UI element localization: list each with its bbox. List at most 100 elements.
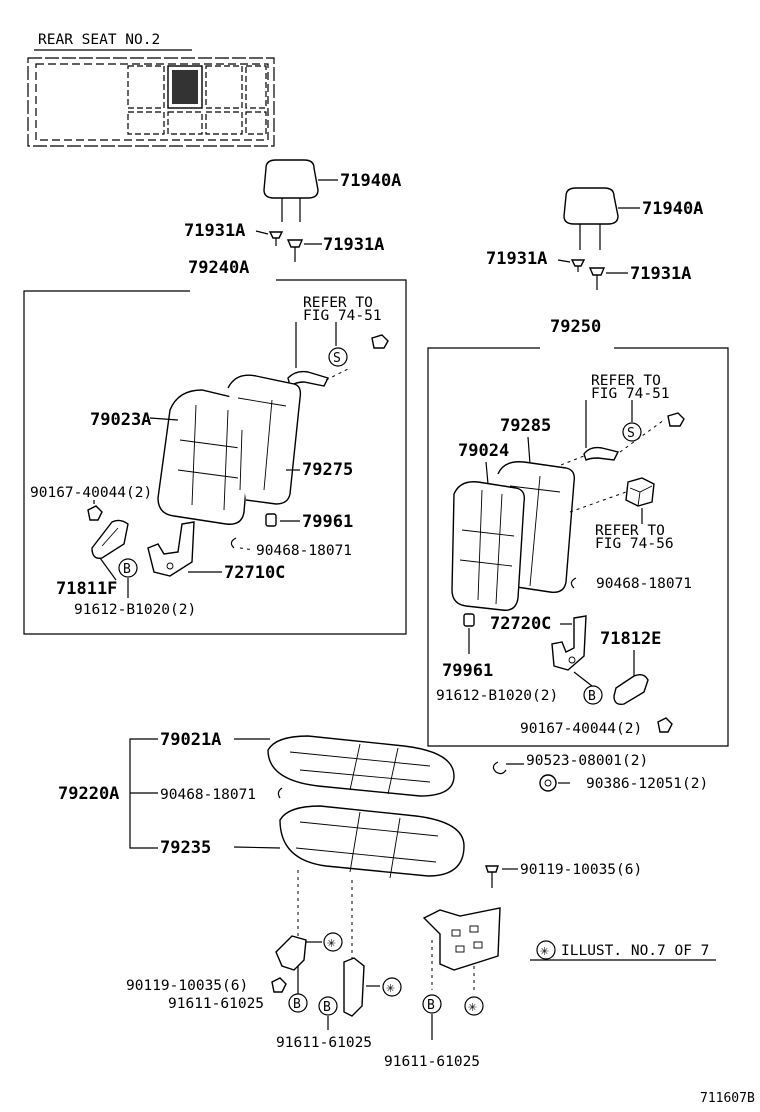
cover-74-56: [625, 477, 655, 507]
label-79235: 79235: [160, 838, 211, 858]
group-box-right: [427, 347, 729, 747]
hinge-72720c: [551, 615, 587, 671]
headrest-guide-left-b: [286, 239, 304, 262]
bolt-left: [87, 505, 103, 521]
mark-s-left-text: S: [333, 351, 341, 366]
leader: [573, 671, 593, 687]
seat-cushion-pad-79235: [279, 805, 465, 879]
bolt-90119-left: [271, 977, 287, 993]
leader: [527, 436, 531, 465]
bushing-left: [265, 513, 277, 527]
label-79250: 79250: [550, 317, 601, 337]
mark-star-mid-text: ✳: [386, 980, 395, 996]
refer-right-2-line1: REFER TO: [595, 523, 665, 539]
headrest-guide-left-a: [268, 231, 284, 246]
label-71931a-right-2: 71931A: [630, 264, 691, 284]
mark-b-plate: [422, 994, 442, 1014]
label-90167-right: 90167-40044(2): [520, 721, 642, 737]
clip-right: [667, 412, 685, 427]
washer-90523: [492, 761, 507, 775]
leader: [557, 259, 571, 263]
label-90167-left: 90167-40044(2): [30, 485, 152, 501]
mark-b-plate-text: B: [427, 998, 435, 1013]
label-72720c: 72720C: [490, 614, 551, 634]
headrest-left: [263, 159, 319, 222]
mark-star-plate: [464, 996, 484, 1016]
headrest-guide-right-b: [588, 267, 606, 290]
label-90468-mid: 90468-18071: [160, 787, 256, 803]
label-71931a-right-1: 71931A: [486, 249, 547, 269]
label-91611-a: 91611-61025: [168, 996, 264, 1012]
clip-90468-left: [230, 537, 237, 549]
seat-cushion-cover-79021a: [267, 735, 455, 797]
hinge-cover-71811f: [91, 519, 129, 559]
mark-b-lower-left-text: B: [293, 997, 301, 1012]
illust-note: ILLUST. NO.7 OF 7: [561, 943, 709, 959]
label-71931a-left-2: 71931A: [323, 235, 384, 255]
bracket-left-lower: [275, 935, 307, 971]
seatback-cover-right: [451, 481, 526, 611]
dashed-leader: [619, 419, 665, 453]
hinge-cover-71812e: [613, 673, 649, 706]
trim-piece-right: [583, 446, 620, 461]
refer-right-line1: REFER TO: [591, 373, 661, 389]
leader: [149, 417, 179, 421]
dashed-leader: [569, 491, 627, 513]
hinge-72710c: [147, 521, 195, 577]
label-90468-right: 90468-18071: [596, 576, 692, 592]
mark-star-left: [323, 932, 343, 952]
label-71931a-left-1: 71931A: [184, 221, 245, 241]
leader: [255, 230, 269, 235]
label-79240a: 79240A: [188, 258, 249, 278]
nut-90386: [539, 774, 557, 792]
mark-star-left-text: ✳: [327, 935, 336, 951]
mark-s-right: [622, 422, 642, 442]
mark-star-note: [536, 940, 556, 960]
label-79220a: 79220A: [58, 784, 119, 804]
label-71811f: 71811F: [56, 579, 117, 599]
label-79275: 79275: [302, 460, 353, 480]
refer-left-line2: FIG 74-51: [303, 308, 382, 324]
vehicle-locator-icon: [27, 57, 275, 147]
seatback-frame-left: [227, 374, 302, 505]
dashed-leader: [239, 547, 255, 551]
label-79285: 79285: [500, 416, 551, 436]
label-71812e: 71812E: [600, 629, 661, 649]
diagram-code: 711607B: [700, 1091, 755, 1106]
diagram-title: REAR SEAT NO.2: [38, 32, 160, 48]
label-91611-c: 91611-61025: [384, 1054, 480, 1070]
label-91612-right: 91612-B1020(2): [436, 688, 558, 704]
mark-b-left-text: B: [123, 562, 131, 577]
refer-right-line2: FIG 74-51: [591, 386, 670, 402]
label-79023a: 79023A: [90, 410, 151, 430]
leader: [485, 461, 489, 485]
clip-90468-right: [570, 577, 577, 589]
dashed-leader: [325, 367, 351, 381]
mark-star-note-text: ✳: [540, 943, 549, 959]
label-90523: 90523-08001(2): [526, 753, 648, 769]
mark-b-right: [583, 685, 603, 705]
mark-b-left: [118, 558, 138, 578]
label-91611-b: 91611-61025: [276, 1035, 372, 1051]
bracket-mid-lower: [343, 957, 365, 1017]
mark-s-left: [328, 347, 348, 367]
refer-right-2-line2: FIG 74-56: [595, 536, 674, 552]
headrest-right: [563, 187, 619, 250]
label-71940a-left: 71940A: [340, 171, 401, 191]
label-90468-left: 90468-18071: [256, 543, 352, 559]
bracket-plate: [422, 907, 501, 971]
clip-90468-mid: [277, 787, 283, 799]
mark-star-mid: [382, 977, 402, 997]
group-box-left: [23, 279, 407, 635]
bushing-right: [463, 613, 475, 627]
bolt-90119-right: [485, 865, 499, 888]
leader: [99, 557, 117, 581]
refer-left-line1: REFER TO: [303, 295, 373, 311]
headrest-guide-right-a: [570, 259, 586, 272]
label-72710c: 72710C: [224, 563, 285, 583]
label-90119-left: 90119-10035(6): [126, 978, 248, 994]
label-71940a-right: 71940A: [642, 199, 703, 219]
mark-s-right-text: S: [627, 426, 635, 441]
label-79024: 79024: [458, 441, 509, 461]
